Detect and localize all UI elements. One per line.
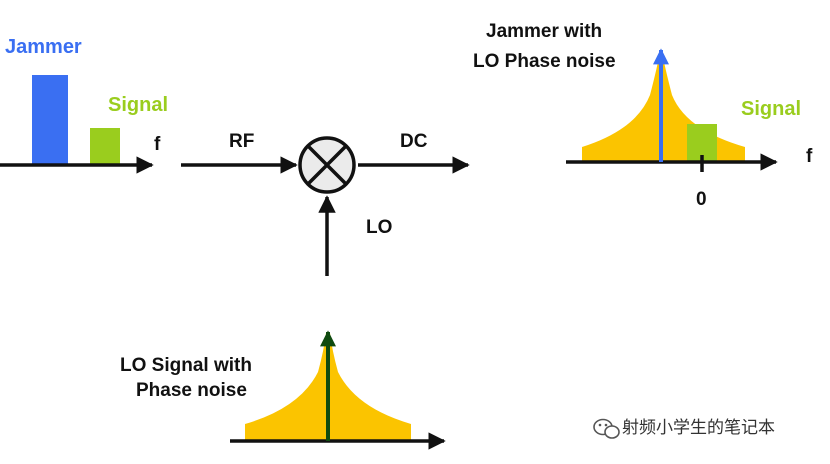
input-spectrum: Jammer Signal f bbox=[0, 36, 168, 174]
output-spectrum: Jammer with LO Phase noise Signal f 0 bbox=[473, 21, 813, 210]
zero-label: 0 bbox=[696, 189, 707, 210]
lo-signal-label-line2: Phase noise bbox=[136, 380, 247, 401]
wechat-icon bbox=[593, 418, 620, 439]
rf-label: RF bbox=[229, 131, 254, 152]
lo-signal-label-line1: LO Signal with bbox=[120, 355, 252, 376]
watermark-text: 射频小学生的笔记本 bbox=[622, 418, 775, 438]
dc-label: DC bbox=[400, 131, 428, 152]
output-axis-f-label: f bbox=[806, 146, 813, 167]
lo-label: LO bbox=[366, 217, 392, 238]
jammer-phase-noise-label-line2: LO Phase noise bbox=[473, 51, 616, 72]
watermark: 射频小学生的笔记本 bbox=[593, 418, 775, 439]
signal-label: Signal bbox=[108, 94, 168, 116]
jammer-phase-noise-label-line1: Jammer with bbox=[486, 21, 602, 42]
input-axis-f-label: f bbox=[154, 134, 161, 155]
mixer-block: RF DC LO bbox=[181, 131, 470, 276]
lo-spectrum: LO Signal with Phase noise bbox=[120, 330, 446, 450]
signal-bar bbox=[90, 128, 120, 165]
mixer-cross-b bbox=[306, 144, 348, 186]
jammer-bar bbox=[32, 75, 68, 165]
output-signal-label: Signal bbox=[741, 98, 801, 120]
jammer-label: Jammer bbox=[5, 36, 82, 58]
jammer-phase-noise-skirt bbox=[582, 57, 745, 162]
